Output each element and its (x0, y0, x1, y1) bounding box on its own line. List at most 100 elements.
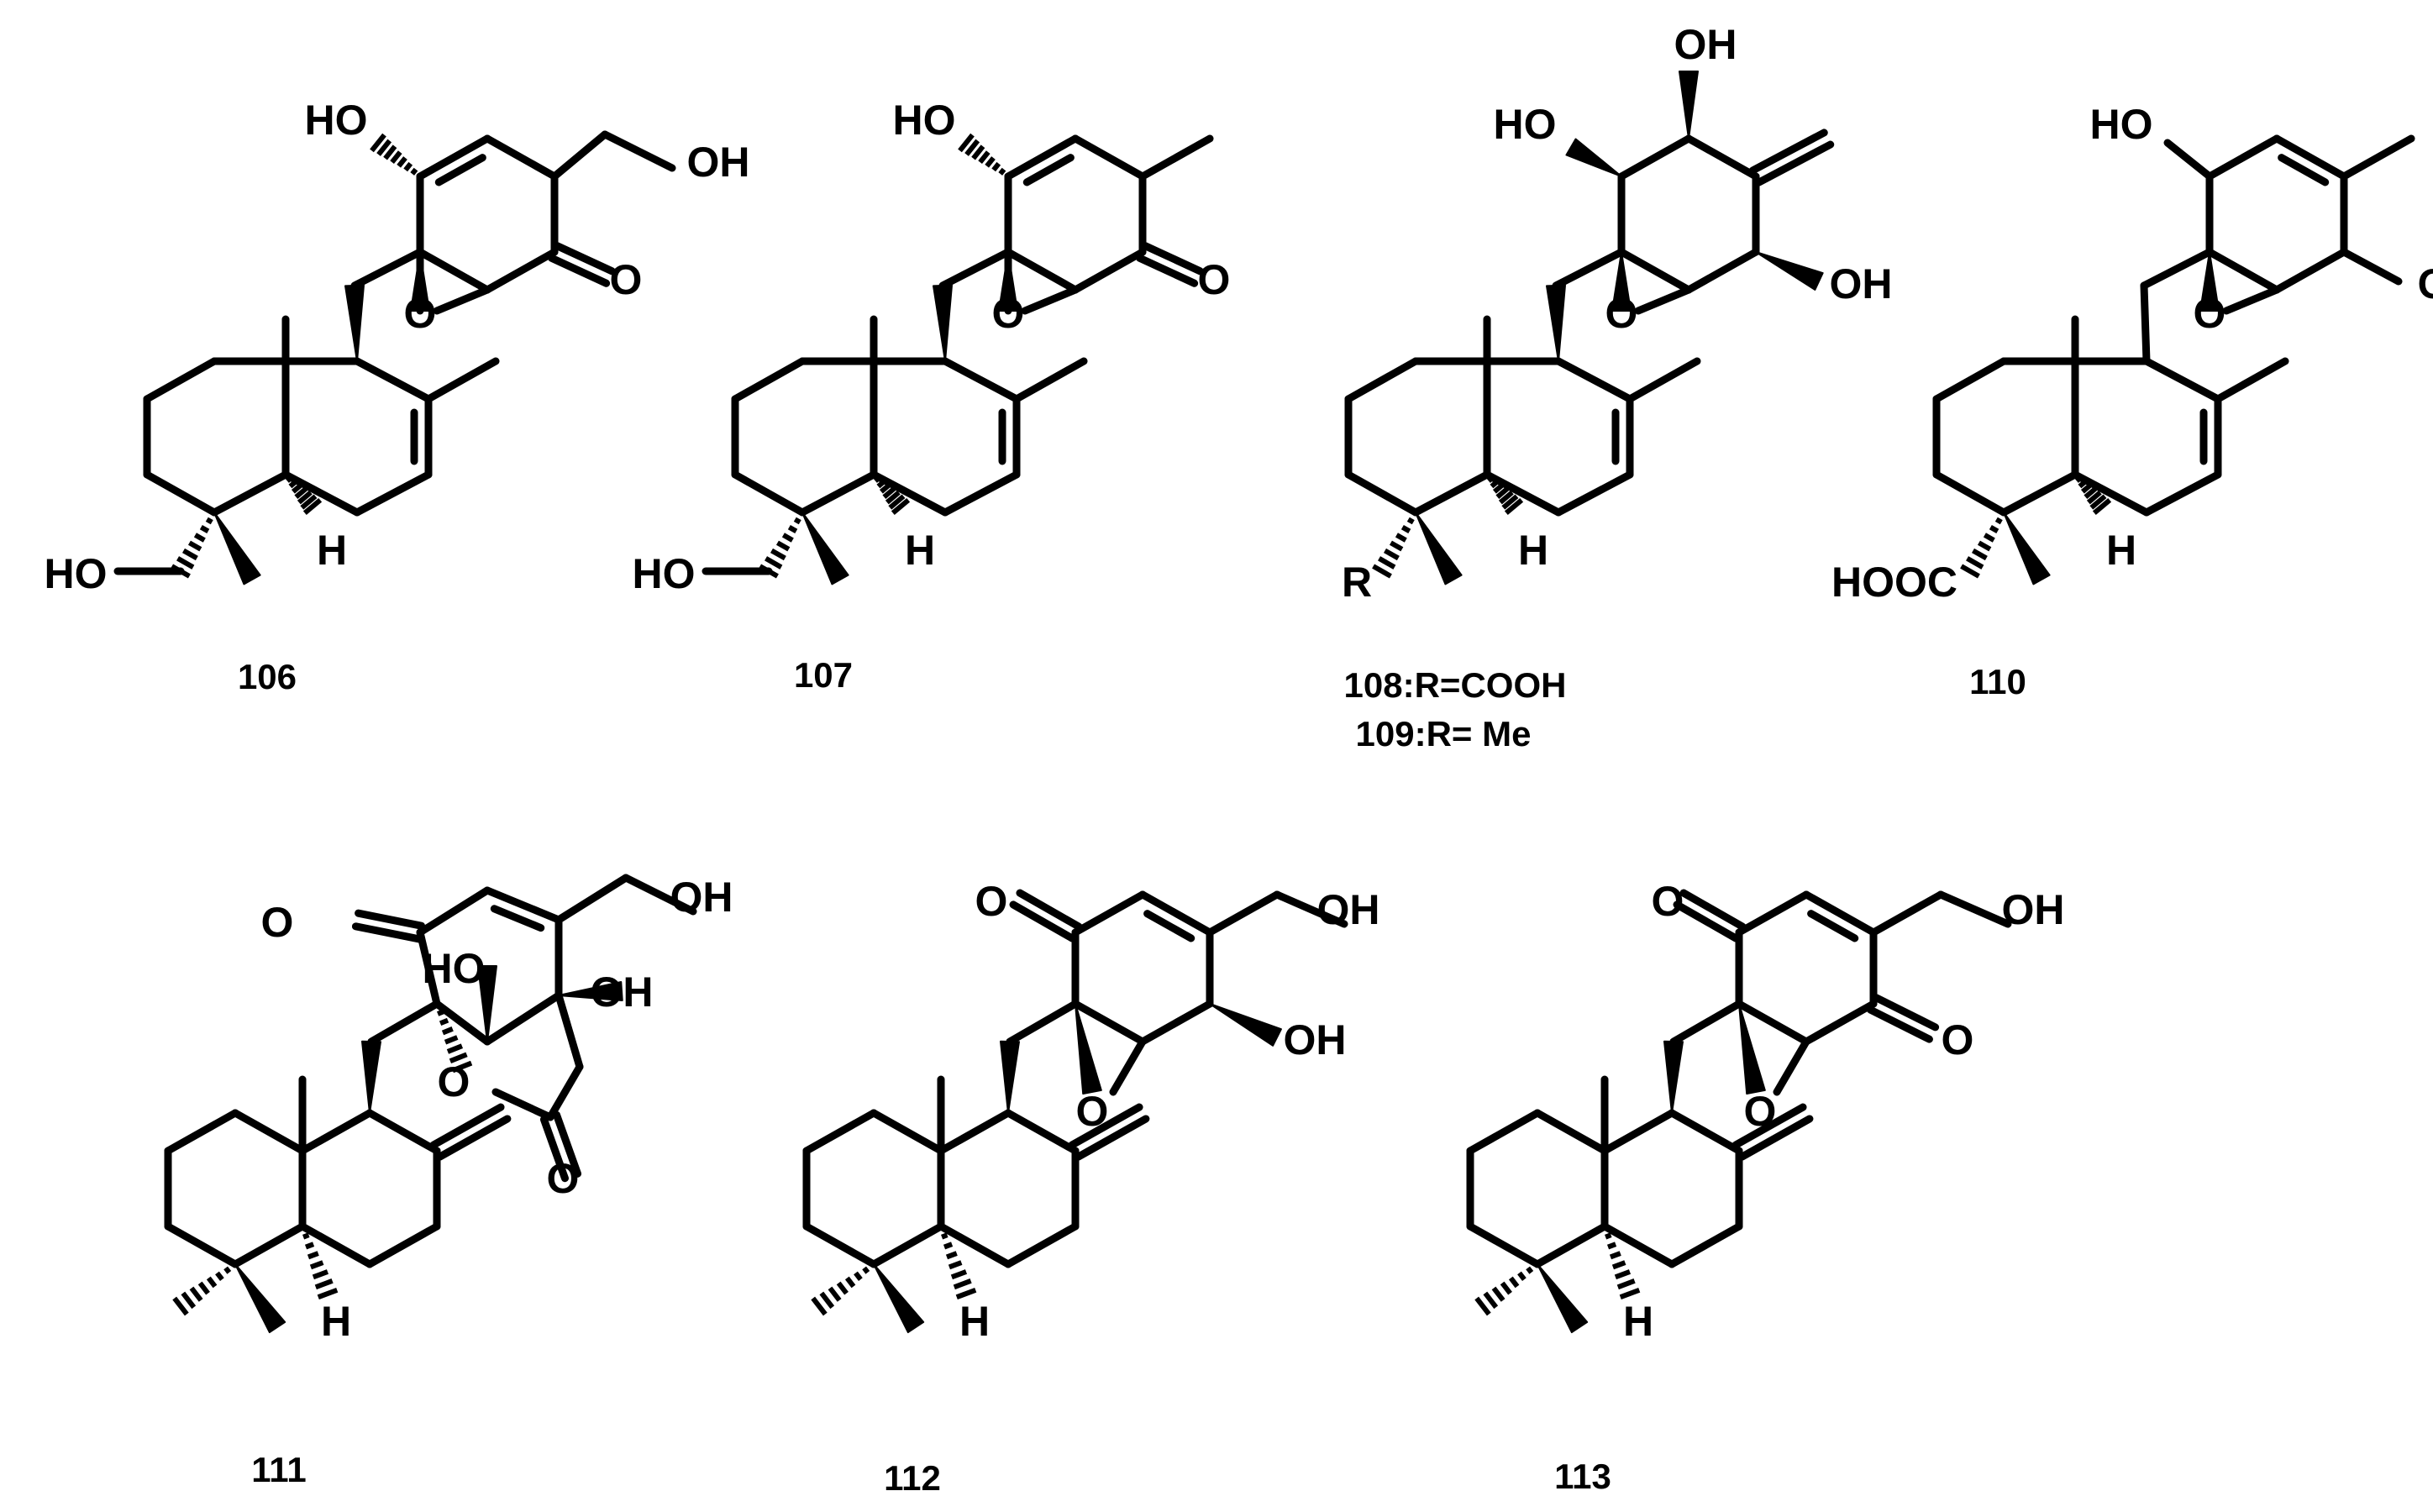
atom-label: H (2106, 527, 2136, 574)
bond (433, 286, 491, 315)
bond (1731, 1103, 1807, 1149)
bond (143, 470, 218, 517)
bond (1807, 910, 1859, 942)
bond (2140, 248, 2214, 290)
bond (2340, 134, 2415, 181)
hashed-bond (2075, 475, 2112, 516)
atom-label: HO (2090, 101, 2153, 148)
bond (1022, 154, 1075, 186)
bond (937, 1222, 1012, 1268)
atom-label: O (975, 878, 1008, 925)
hashed-bond (172, 1266, 232, 1316)
bond (434, 154, 486, 186)
atom-label: H (905, 527, 935, 574)
bond (2222, 286, 2281, 315)
bond (802, 1222, 878, 1268)
bond (1411, 470, 1491, 517)
bond (1802, 890, 1878, 937)
bond (2205, 134, 2281, 181)
bond (1932, 357, 2008, 403)
atom-label: H (317, 527, 347, 574)
bond (802, 1109, 878, 1155)
bond (2205, 248, 2281, 294)
bond (1009, 900, 1076, 942)
atom-label: OH (591, 969, 654, 1016)
wedge-bond (558, 981, 623, 1001)
atom-label: O (261, 899, 294, 946)
bond (554, 991, 584, 1071)
bond (298, 1222, 374, 1268)
bond (941, 357, 1021, 403)
bond (1006, 1000, 1080, 1046)
bond (1533, 1109, 1609, 1155)
wedge-bond (1738, 1003, 1766, 1095)
atom-label: O (547, 1155, 580, 1202)
bond (483, 248, 559, 294)
bond (1075, 1115, 1150, 1161)
bond (490, 905, 545, 932)
bond (1673, 900, 1740, 942)
bond (1004, 134, 1080, 181)
bond (416, 248, 491, 294)
atom-label: HO (423, 945, 486, 992)
atom-label: OH (2002, 886, 2065, 933)
bond (416, 886, 491, 937)
bond (1999, 470, 2079, 517)
atom-label: HO (305, 97, 368, 144)
atom-label: O (1198, 256, 1231, 303)
bond (1071, 248, 1147, 294)
wedge-bond (477, 965, 497, 1042)
atom-label: O (438, 1058, 470, 1105)
bond (1466, 1222, 1542, 1268)
atom-label: HO (45, 550, 108, 597)
atom-label: H (959, 1298, 990, 1345)
bond (870, 1109, 945, 1155)
bond (1004, 1109, 1080, 1155)
bond (1626, 357, 1701, 403)
atom-label: OH (1284, 1016, 1347, 1063)
bond (1141, 242, 1204, 276)
hashed-bond (436, 1009, 473, 1074)
bond (539, 1116, 569, 1183)
bond (298, 1109, 374, 1155)
captions: 106 107 108:R=COOH 109:R= Me 110 111 112… (238, 655, 2026, 1498)
bond (433, 1000, 491, 1046)
bond (1206, 890, 1281, 937)
atom-label: O (1076, 1088, 1109, 1135)
hashed-bond (286, 475, 323, 516)
bond (2140, 281, 2151, 365)
hashed-bond (1474, 1266, 1534, 1316)
bond (1068, 1103, 1143, 1149)
bond (2273, 134, 2348, 181)
bond (1634, 286, 1693, 315)
wedge-bond (801, 512, 849, 585)
bond (416, 134, 491, 181)
bond (622, 874, 697, 916)
bond (1873, 994, 1940, 1032)
wedge-bond (361, 1040, 381, 1114)
bond (2273, 248, 2348, 294)
wedge-bond (234, 1263, 286, 1334)
bond (1071, 134, 1147, 181)
atom-label: H (1518, 527, 1548, 574)
atom-label: HO (1494, 101, 1557, 148)
bond (1802, 1000, 1878, 1046)
bond (1738, 1115, 1814, 1161)
atom-label: HOOC (1831, 559, 1957, 606)
wedge-bond (1537, 1263, 1589, 1334)
atom-label: O (1652, 878, 1684, 925)
bond (1483, 470, 1563, 517)
bond (1684, 134, 1760, 181)
bond (1552, 248, 1626, 290)
bond (429, 1103, 505, 1149)
atom-label: H (321, 1298, 351, 1345)
hashed-bond (811, 1266, 870, 1316)
bond (548, 254, 611, 287)
hashed-bond (958, 133, 1006, 176)
bond (1755, 140, 1835, 186)
bond (1138, 1000, 1214, 1046)
bond (483, 134, 559, 181)
bond (1600, 1222, 1676, 1268)
